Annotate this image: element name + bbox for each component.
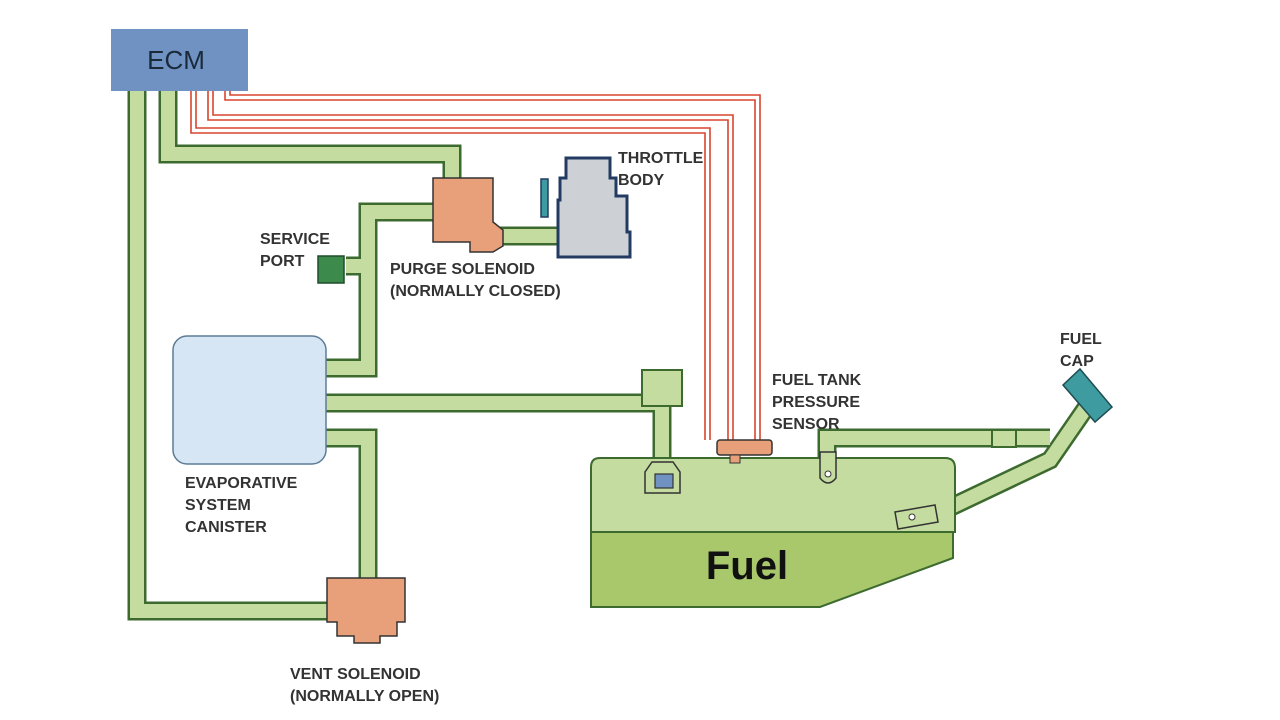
fuel-tank-pressure-sensor-label: FUEL TANK PRESSURE SENSOR (772, 372, 866, 433)
throttle-body (540, 156, 632, 259)
fuel-tank: Fuel (590, 457, 956, 608)
throttle-body-label: THROTTLE BODY (618, 150, 708, 189)
fuel-label: Fuel (706, 544, 788, 588)
vent-line-fitting (991, 429, 1017, 448)
service-port (317, 255, 345, 284)
tank-vent-riser (641, 369, 683, 407)
ecm-signal-wires (190, 90, 761, 440)
service-port-label: SERVICE PORT (260, 231, 334, 270)
vent-solenoid-label: VENT SOLENOID (NORMALLY OPEN) (290, 666, 439, 705)
vent-solenoid (326, 577, 406, 644)
evap-canister (172, 335, 327, 465)
pipes-fill (130, 90, 1096, 618)
tank-cap-vent-nub (819, 451, 837, 484)
ecm-module: ECM (111, 29, 248, 91)
purge-solenoid-label: PURGE SOLENOID (NORMALLY CLOSED) (390, 261, 561, 300)
tank-vent-valve (644, 461, 681, 494)
ecm-label: ECM (147, 45, 205, 75)
fuel-cap (1061, 367, 1114, 424)
fuel-cap-label: FUEL CAP (1060, 331, 1106, 370)
canister-label: EVAPORATIVE SYSTEM CANISTER (185, 475, 302, 536)
filler-neck-end (894, 504, 939, 530)
fuel-tank-pressure-sensor (716, 439, 773, 464)
purge-solenoid (432, 177, 504, 253)
